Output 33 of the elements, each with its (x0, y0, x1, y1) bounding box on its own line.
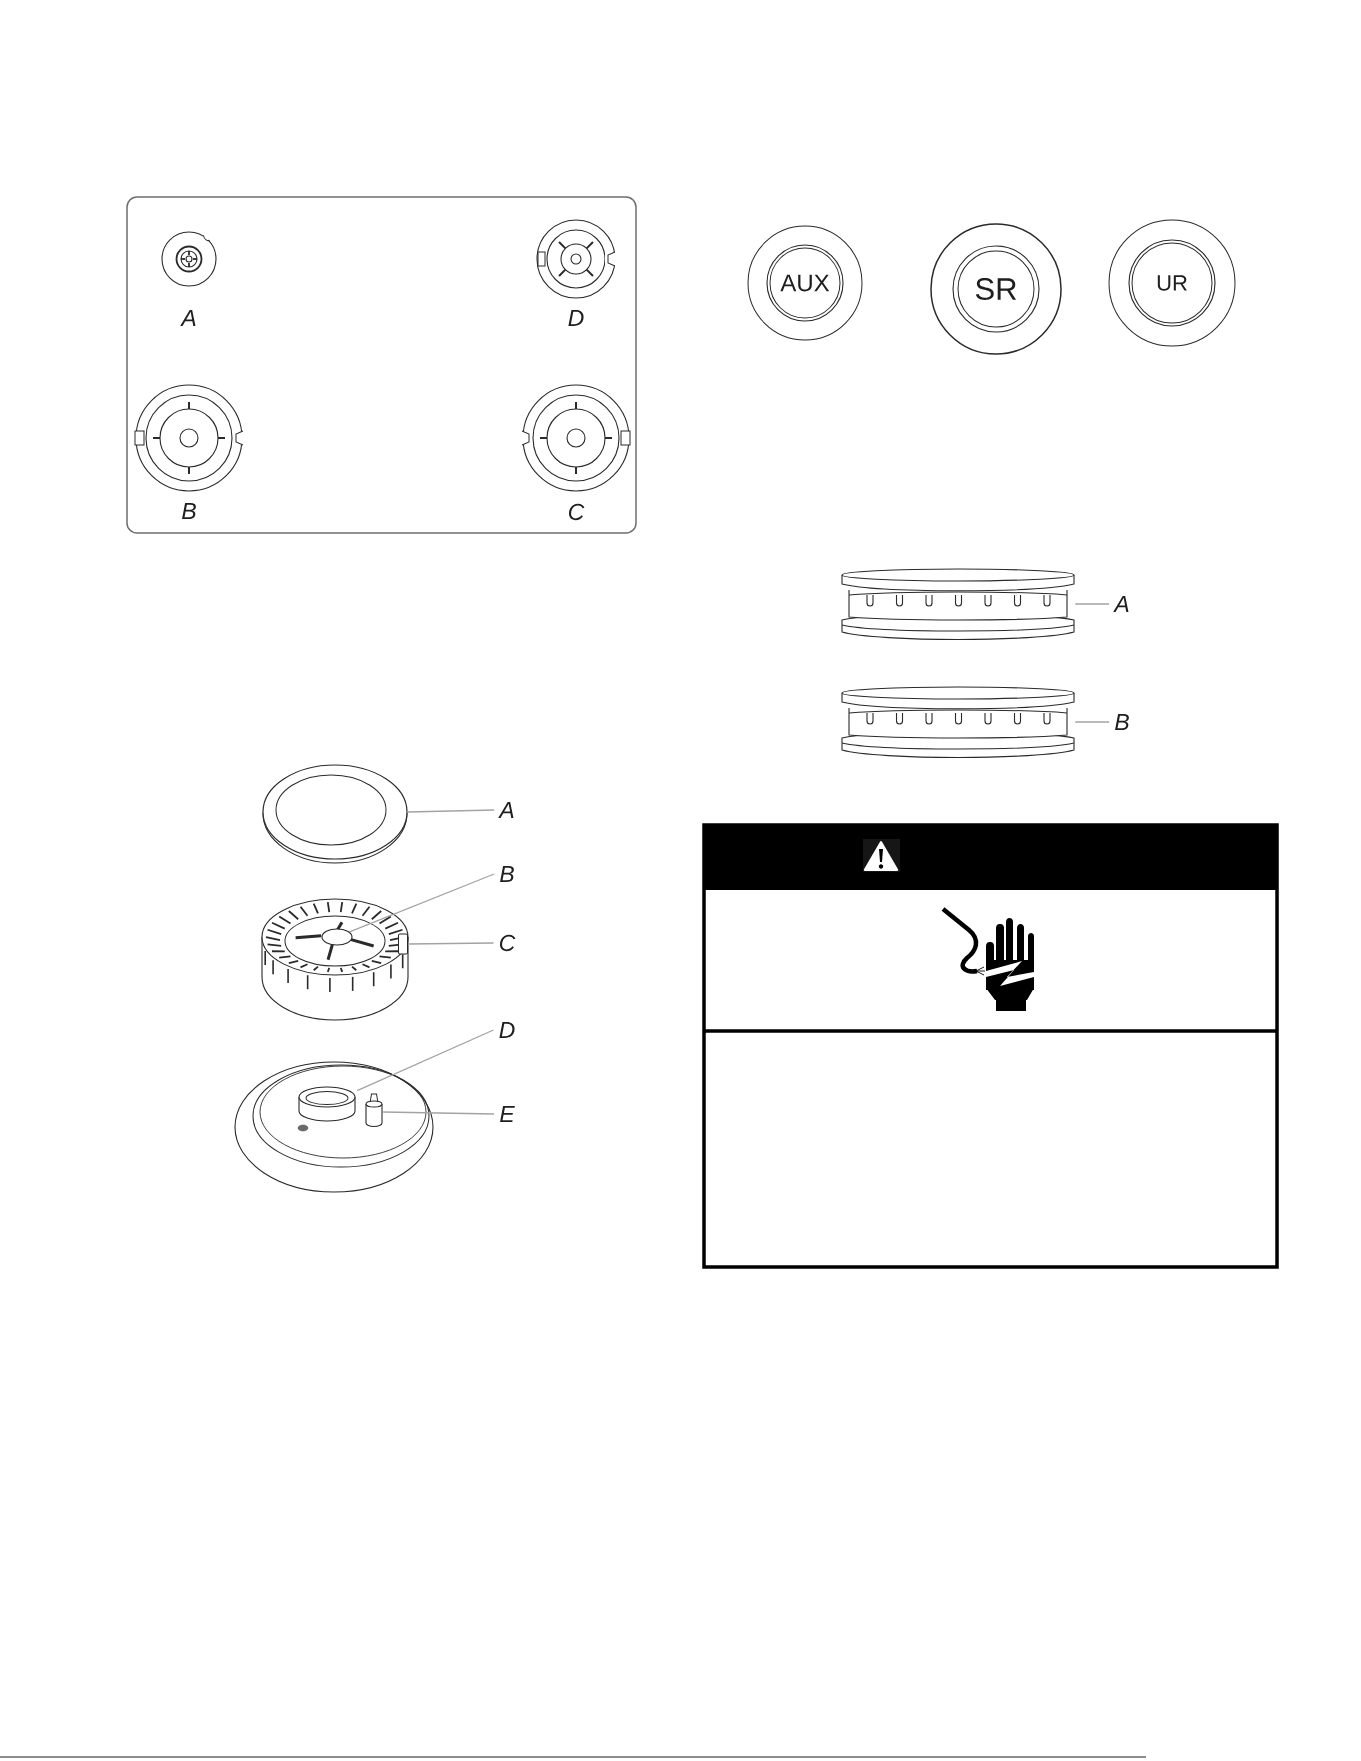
leader-line (356, 1029, 495, 1092)
burner-letter: C (568, 503, 585, 521)
burner-tab (398, 933, 408, 955)
burner-cap: AUX (747, 225, 863, 341)
burner-hub (321, 928, 353, 946)
burner-side-view (841, 568, 1075, 641)
burner-letter: B (182, 503, 196, 519)
leader-line (348, 873, 495, 933)
callout-letter: A (498, 802, 514, 818)
leader-line (382, 1111, 495, 1115)
callout-letter: A (1113, 596, 1129, 612)
burner-cap (262, 764, 408, 864)
callout-letter: B (1115, 714, 1129, 730)
igniter (365, 1093, 383, 1128)
callout-letter: D (499, 1022, 515, 1038)
callout-letter: C (499, 934, 516, 952)
callout-letter: E (500, 1106, 515, 1122)
leader-line (1074, 603, 1110, 605)
burner-letter: D (568, 310, 584, 326)
callout-letter: B (500, 866, 514, 882)
burner-side-view (841, 686, 1075, 759)
leader-line (1074, 721, 1110, 723)
leader-line (407, 942, 495, 945)
burner-top-view (161, 231, 217, 287)
burner-cap: SR (930, 223, 1062, 355)
burner-cap: UR (1108, 219, 1236, 347)
leader-line (406, 809, 495, 813)
burner-letter: A (180, 310, 196, 326)
burner-top-view (134, 384, 244, 492)
burner-top-view (536, 219, 616, 299)
burner-top-view (521, 384, 631, 492)
gas-tube-collar (298, 1086, 356, 1122)
cooktop-outline (126, 196, 637, 534)
